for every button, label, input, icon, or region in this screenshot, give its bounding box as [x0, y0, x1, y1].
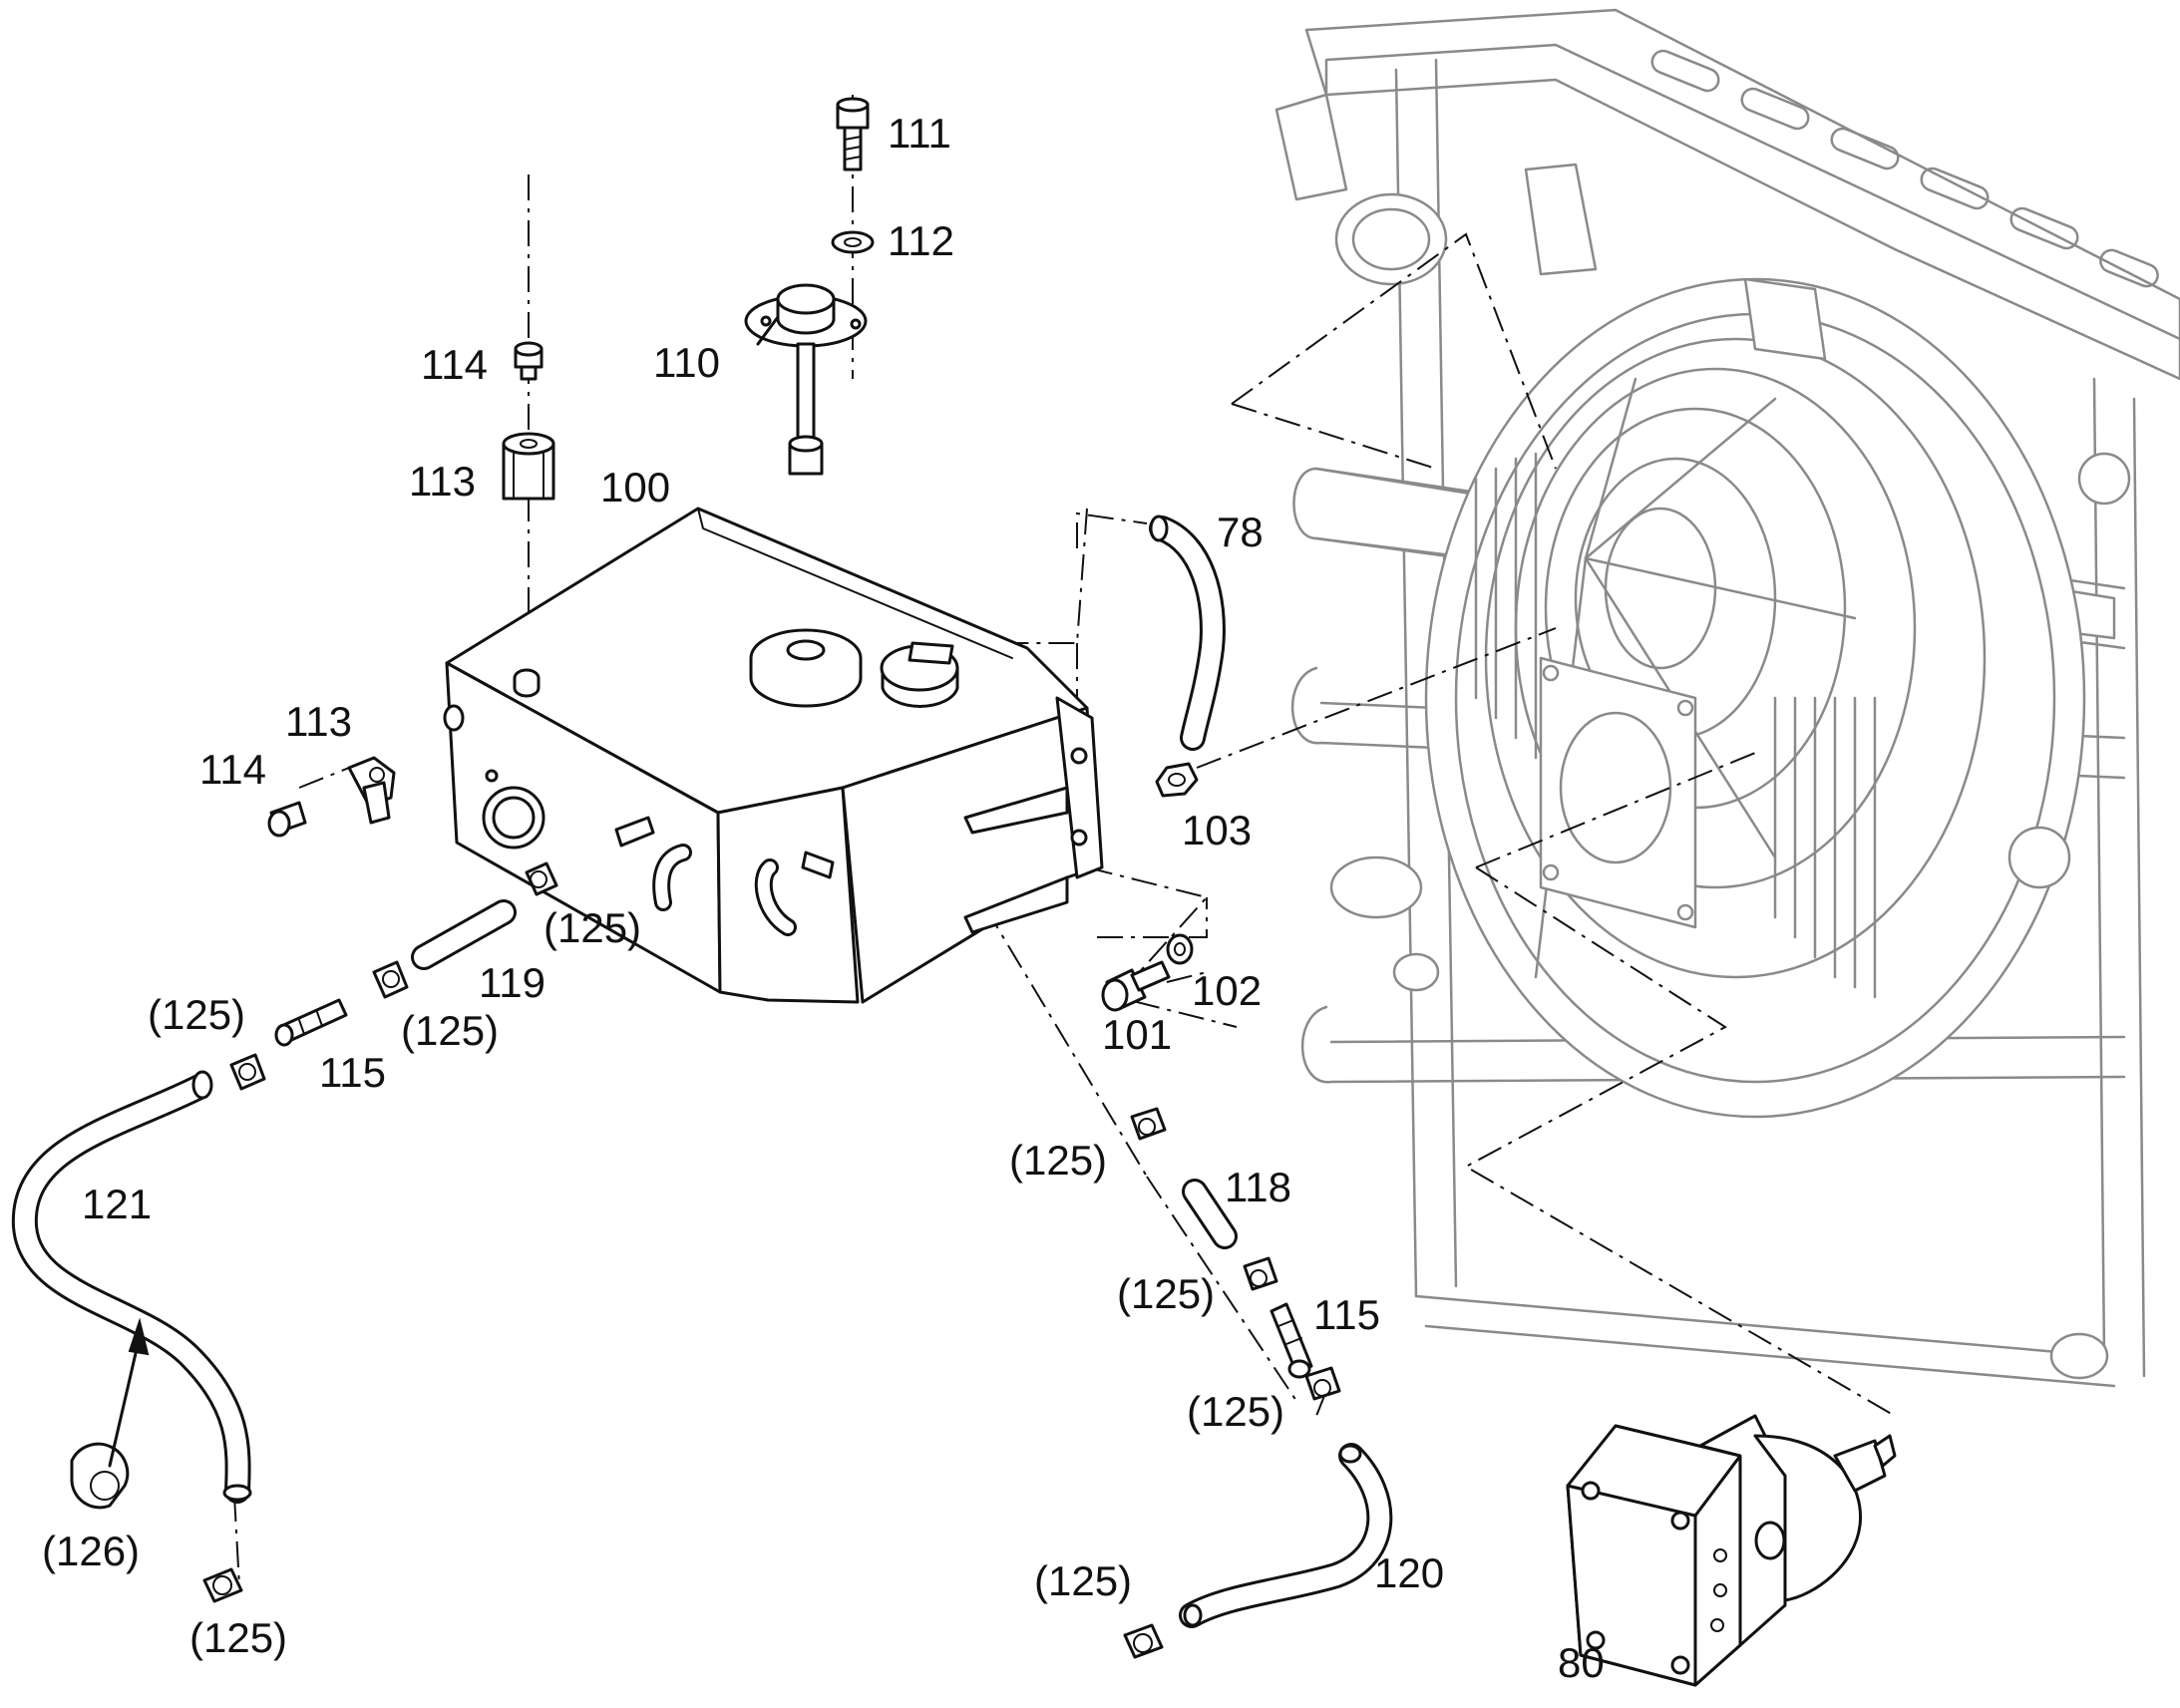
hydraulic-motor-80: [1566, 1414, 1897, 1687]
bolt-101: [1101, 960, 1171, 1012]
callout-125-d: (125): [189, 1614, 287, 1661]
hose-121: [11, 1070, 252, 1504]
callout-125-b: (125): [401, 1007, 499, 1054]
callout-125-h: (125): [1034, 1557, 1132, 1604]
callout-119: 119: [479, 959, 545, 1006]
callout-102: 102: [1192, 967, 1262, 1014]
clamp-125-a: [525, 861, 558, 896]
screw-114-top: [514, 341, 544, 381]
washer-112: [831, 230, 875, 254]
cooler-fins: [1474, 452, 1877, 999]
fitting-115-right: [1270, 1302, 1313, 1379]
callout-115-right: 115: [1313, 1291, 1380, 1338]
nut-103: [1155, 762, 1199, 798]
callout-115-left: 115: [319, 1049, 386, 1096]
grommet-126: [70, 1442, 130, 1510]
radiator-frame: [1274, 8, 2180, 1388]
fitting-115-left: [274, 998, 348, 1047]
callout-125-e: (125): [1009, 1137, 1107, 1184]
washer-102: [1166, 933, 1194, 965]
hose-120: [1179, 1443, 1393, 1628]
callout-101: 101: [1102, 1011, 1172, 1058]
screw-114-left: [267, 801, 307, 838]
callout-113-top: 113: [409, 458, 476, 505]
clamp-125-h: [1123, 1623, 1164, 1659]
top-rail-slots: [1650, 49, 2159, 288]
callout-113-left: 113: [285, 698, 352, 745]
callout-125-a: (125): [544, 904, 641, 951]
clamp-125-f: [1243, 1256, 1278, 1291]
callout-110: 110: [653, 339, 720, 386]
callout-126: (126): [42, 1528, 140, 1574]
callout-125-c: (125): [148, 991, 245, 1038]
hose-118: [1182, 1179, 1238, 1249]
callout-78: 78: [1217, 509, 1264, 555]
clamp-125-d: [202, 1567, 243, 1603]
hose-119: [411, 899, 517, 970]
clamp-125-e: [1130, 1107, 1167, 1141]
hydraulic-tank: [443, 507, 1104, 1004]
breather-hose-78: [1149, 514, 1226, 751]
level-sensor-110: [744, 283, 868, 476]
callout-112: 112: [888, 217, 954, 264]
callout-121: 121: [82, 1181, 152, 1227]
arrow-126-to-121: [108, 1317, 150, 1468]
callout-80: 80: [1558, 1639, 1605, 1686]
callout-125-f: (125): [1117, 1270, 1215, 1317]
screw-111: [836, 97, 870, 171]
callout-103: 103: [1182, 807, 1252, 854]
clamp-125-b: [372, 960, 409, 999]
callout-114-left: 114: [199, 746, 266, 793]
callout-labels: 111 112 114 110 113 100 78 113 114 103 (…: [42, 110, 1605, 1686]
clip-113-left: [347, 756, 396, 825]
callout-118: 118: [1225, 1164, 1291, 1210]
callout-125-g: (125): [1187, 1388, 1284, 1435]
callout-120: 120: [1374, 1549, 1444, 1596]
bushing-113-top: [502, 432, 555, 501]
clamp-125-g: [1304, 1366, 1341, 1401]
callout-114-top: 114: [421, 341, 488, 388]
callout-100: 100: [600, 464, 670, 511]
callout-111: 111: [888, 110, 951, 157]
clamp-125-c: [229, 1053, 266, 1091]
